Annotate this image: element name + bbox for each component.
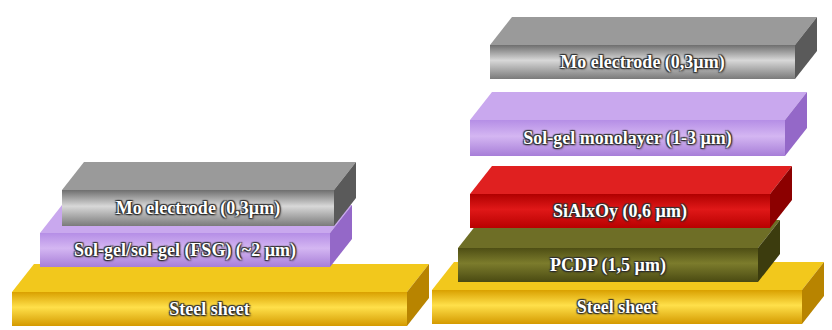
layer-label: Mo electrode (0,3µm): [560, 52, 724, 73]
slab-side: [407, 264, 429, 326]
pcdp-layer: PCDP (1,5 µm): [458, 220, 780, 282]
slab-top: [432, 262, 824, 290]
slab-top: [470, 166, 792, 194]
layer-label: SiAlxOy (0,6 µm): [553, 201, 687, 222]
slab-top: [470, 92, 807, 120]
slab-side: [802, 262, 824, 324]
slab-side: [795, 17, 817, 79]
mo-layer: Mo electrode (0,3µm): [62, 162, 356, 226]
slab-front: [458, 248, 758, 282]
sol-gel-layer: Sol-gel monolayer (1-3 µm): [470, 92, 807, 156]
slab-side: [785, 92, 807, 156]
slab-front: [490, 45, 795, 79]
slab-front: [62, 190, 334, 226]
slab-top: [62, 162, 356, 190]
steel-layer: Steel sheet: [12, 264, 429, 326]
layer-label: Steel sheet: [577, 297, 657, 318]
slab-side: [770, 166, 792, 228]
layer-label-box: Mo electrode (0,3µm): [62, 190, 334, 226]
slab-top: [490, 17, 817, 45]
mo-layer: Mo electrode (0,3µm): [490, 17, 817, 79]
sialo-layer: SiAlxOy (0,6 µm): [470, 166, 792, 228]
slab-front: [40, 233, 330, 267]
slab-front: [470, 194, 770, 228]
layer-label-box: Sol-gel monolayer (1-3 µm): [470, 120, 785, 156]
layer-label-box: Steel sheet: [432, 290, 802, 324]
layer-label: Sol-gel/sol-gel (FSG) (~2 µm): [74, 240, 296, 261]
slab-front: [470, 120, 785, 156]
slab-top: [40, 205, 352, 233]
layer-label-box: Mo electrode (0,3µm): [490, 45, 795, 79]
layer-label-box: SiAlxOy (0,6 µm): [470, 194, 770, 228]
slab-top: [458, 220, 780, 248]
layer-label-box: Sol-gel/sol-gel (FSG) (~2 µm): [40, 233, 330, 267]
layer-label-box: Steel sheet: [12, 292, 407, 326]
layer-label: Steel sheet: [169, 299, 249, 320]
layer-label: Mo electrode (0,3µm): [116, 198, 280, 219]
layer-label: PCDP (1,5 µm): [550, 255, 666, 276]
layer-label: Sol-gel monolayer (1-3 µm): [523, 128, 732, 149]
layer-label-box: PCDP (1,5 µm): [458, 248, 758, 282]
slab-front: [12, 292, 407, 326]
slab-side: [330, 205, 352, 267]
slab-top: [12, 264, 429, 292]
slab-front: [432, 290, 802, 324]
